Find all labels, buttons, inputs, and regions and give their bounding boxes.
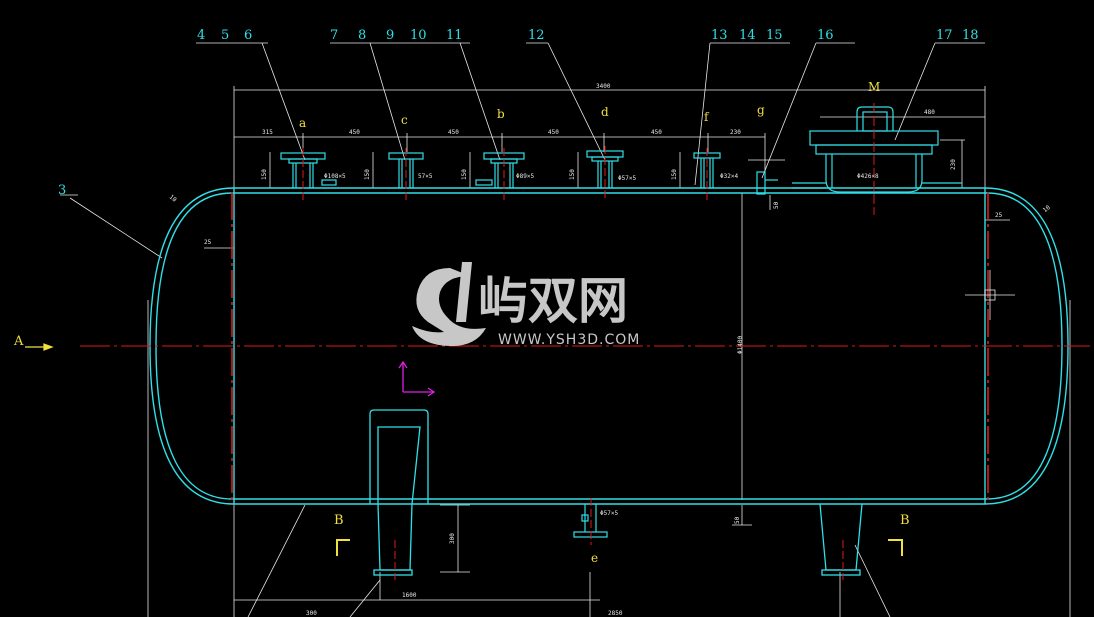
dim-dia-d: Φ57×5: [618, 175, 636, 182]
saddle-right[interactable]: [819, 503, 863, 576]
dim-manhole-w: 480: [924, 109, 935, 116]
view-arrow-A: [25, 343, 54, 351]
dim-dia-M: Φ426×8: [857, 173, 879, 180]
nozzle-g[interactable]: [756, 171, 778, 195]
dim-dia-c: 57×5: [418, 173, 433, 180]
dim-nozzle-h1: 150: [261, 169, 268, 180]
dim-saddle-h: 300: [449, 533, 456, 544]
section-mark-B-right: [888, 539, 903, 556]
nozzle-letter-c: c: [401, 113, 408, 127]
dim-seg6: 230: [730, 129, 741, 136]
part-6: 6: [244, 28, 252, 43]
dim-dia-a: Φ108×5: [324, 173, 346, 180]
part-17: 17: [936, 28, 953, 43]
dim-seg5: 450: [651, 129, 662, 136]
nozzle-letter-g: g: [757, 103, 765, 117]
dim-bottom-total: 2850: [608, 610, 623, 617]
dim-saddle-span: 1600: [402, 592, 417, 599]
part-15: 15: [766, 28, 783, 43]
part-14: 14: [739, 28, 756, 43]
dimension-lines: [147, 86, 1071, 617]
part-11: 11: [446, 28, 463, 43]
dim-weld-right: 25: [995, 212, 1003, 219]
centerlines: [80, 103, 1090, 580]
part-13: 13: [711, 28, 728, 43]
nozzle-letter-f: f: [704, 110, 710, 124]
dim-seg4: 450: [548, 129, 559, 136]
nozzle-letter-M: M: [868, 80, 880, 94]
dim-dia-e: Φ57×5: [600, 510, 618, 517]
part-numbers: 4 5 6 7 8 9 10 11 12 13 14 15 16 17 18 3: [58, 28, 979, 198]
dim-nozzle-h3: 150: [461, 169, 468, 180]
dim-bottom-small: 50: [734, 516, 741, 524]
part-12: 12: [528, 28, 545, 43]
dim-dia-f: Φ32×4: [720, 173, 738, 180]
dim-seg1: 315: [262, 129, 273, 136]
nozzle-letters: a c b d f g e M A B B: [13, 80, 910, 565]
watermark-url: WWW.YSH3D.COM: [498, 332, 640, 348]
nozzle-letter-a: a: [299, 116, 306, 130]
section-mark-B-left: [336, 539, 350, 556]
dim-dia-b: Φ89×5: [516, 173, 534, 180]
part-16: 16: [817, 28, 834, 43]
part-10: 10: [410, 28, 427, 43]
dim-head-t-right: 10: [1042, 204, 1052, 214]
part-7: 7: [330, 28, 338, 43]
ucs-icon: [398, 360, 436, 397]
watermark-logo: [412, 262, 486, 346]
dim-nozzle-h5: 150: [671, 169, 678, 180]
part-5: 5: [221, 28, 229, 43]
dim-nozzle-h4: 150: [569, 169, 576, 180]
nozzle-letter-e: e: [591, 551, 598, 565]
dim-shell-dia: Φ1400: [737, 336, 744, 354]
part-3: 3: [58, 183, 66, 198]
leader-lines: [60, 42, 985, 617]
dim-head-t-left: 10: [168, 194, 178, 204]
section-letter-B-right: B: [900, 513, 910, 528]
part-18: 18: [962, 28, 979, 43]
part-4: 4: [197, 28, 205, 43]
nozzle-letter-d: d: [601, 105, 609, 119]
dim-weld-left: 25: [204, 239, 212, 246]
watermark-brand: 屿双网: [478, 272, 628, 330]
crosshair-marker: [965, 270, 1015, 320]
dim-nozzle-h2: 150: [364, 169, 371, 180]
dim-seg2: 450: [349, 129, 360, 136]
dim-bottom-left: 300: [306, 610, 317, 617]
part-8: 8: [358, 28, 366, 43]
dim-g-small: 50: [773, 201, 780, 209]
section-letter-A: A: [13, 334, 24, 349]
watermark: 屿双网 WWW.YSH3D.COM: [412, 262, 640, 348]
dimension-text: 3400 315 450 450 450 450 230 480 230 150…: [168, 83, 1052, 617]
dim-seg3: 450: [448, 129, 459, 136]
section-letter-B-left: B: [334, 513, 344, 528]
dim-overall: 3400: [596, 83, 611, 90]
nozzle-letter-b: b: [497, 107, 505, 121]
dim-manhole-h: 230: [950, 159, 957, 170]
part-9: 9: [386, 28, 394, 43]
